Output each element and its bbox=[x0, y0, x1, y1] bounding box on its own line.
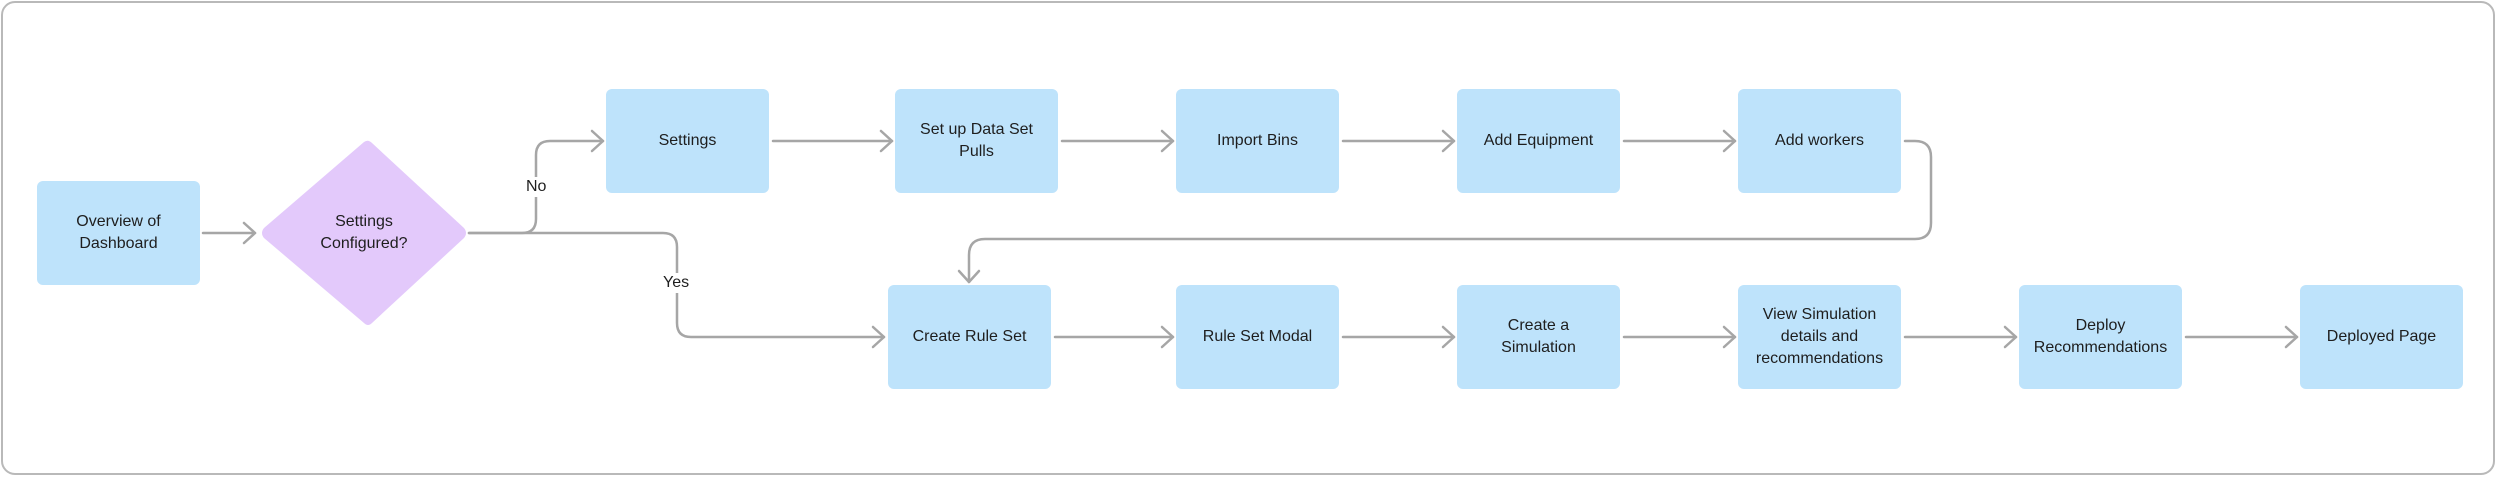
node-deployed-page[interactable]: Deployed Page bbox=[2300, 285, 2463, 389]
arrowhead-icon bbox=[2284, 325, 2299, 349]
arrowhead-icon bbox=[1441, 325, 1456, 349]
connector-workers-to-rule-set bbox=[957, 139, 1933, 284]
node-view-simulation-details[interactable]: View Simulation details and recommendati… bbox=[1738, 285, 1901, 389]
arrowhead-icon bbox=[2003, 325, 2018, 349]
connector-rule-set-to-modal bbox=[1053, 325, 1175, 349]
decision-settings-configured[interactable]: Settings Configured? bbox=[259, 139, 469, 327]
edge-label-no: No bbox=[523, 177, 550, 197]
decision-diamond-shape bbox=[262, 140, 466, 325]
node-overview-dashboard[interactable]: Overview of Dashboard bbox=[37, 181, 200, 285]
node-import-bins[interactable]: Import Bins bbox=[1176, 89, 1339, 193]
node-set-up-data-set-pulls[interactable]: Set up Data Set Pulls bbox=[895, 89, 1058, 193]
arrowhead-icon bbox=[1441, 129, 1456, 153]
connector-create-to-view-simulation bbox=[1622, 325, 1737, 349]
node-add-workers[interactable]: Add workers bbox=[1738, 89, 1901, 193]
arrowhead-icon bbox=[242, 221, 257, 245]
node-create-rule-set[interactable]: Create Rule Set bbox=[888, 285, 1051, 389]
arrowhead-icon bbox=[957, 269, 981, 284]
node-rule-set-modal[interactable]: Rule Set Modal bbox=[1176, 285, 1339, 389]
node-settings[interactable]: Settings bbox=[606, 89, 769, 193]
arrowhead-icon bbox=[1160, 129, 1175, 153]
connector-overview-to-decision bbox=[201, 221, 257, 245]
arrowhead-icon bbox=[871, 325, 886, 349]
connector-import-bins-to-equipment bbox=[1341, 129, 1456, 153]
arrowhead-icon bbox=[1722, 325, 1737, 349]
arrowhead-icon bbox=[590, 129, 605, 153]
edge-label-yes: Yes bbox=[660, 273, 693, 293]
arrowhead-icon bbox=[879, 129, 894, 153]
decision-label: Settings Configured? bbox=[320, 213, 408, 252]
connector-settings-to-data-set bbox=[771, 129, 894, 153]
connector-view-to-deploy bbox=[1903, 325, 2018, 349]
connector-modal-to-create-simulation bbox=[1341, 325, 1456, 349]
node-add-equipment[interactable]: Add Equipment bbox=[1457, 89, 1620, 193]
arrowhead-icon bbox=[1722, 129, 1737, 153]
connector-equipment-to-workers bbox=[1622, 129, 1737, 153]
node-create-a-simulation[interactable]: Create a Simulation bbox=[1457, 285, 1620, 389]
node-deploy-recommendations[interactable]: Deploy Recommendations bbox=[2019, 285, 2182, 389]
arrowhead-icon bbox=[1160, 325, 1175, 349]
connector-data-set-to-import-bins bbox=[1060, 129, 1175, 153]
connector-deploy-to-deployed-page bbox=[2184, 325, 2299, 349]
